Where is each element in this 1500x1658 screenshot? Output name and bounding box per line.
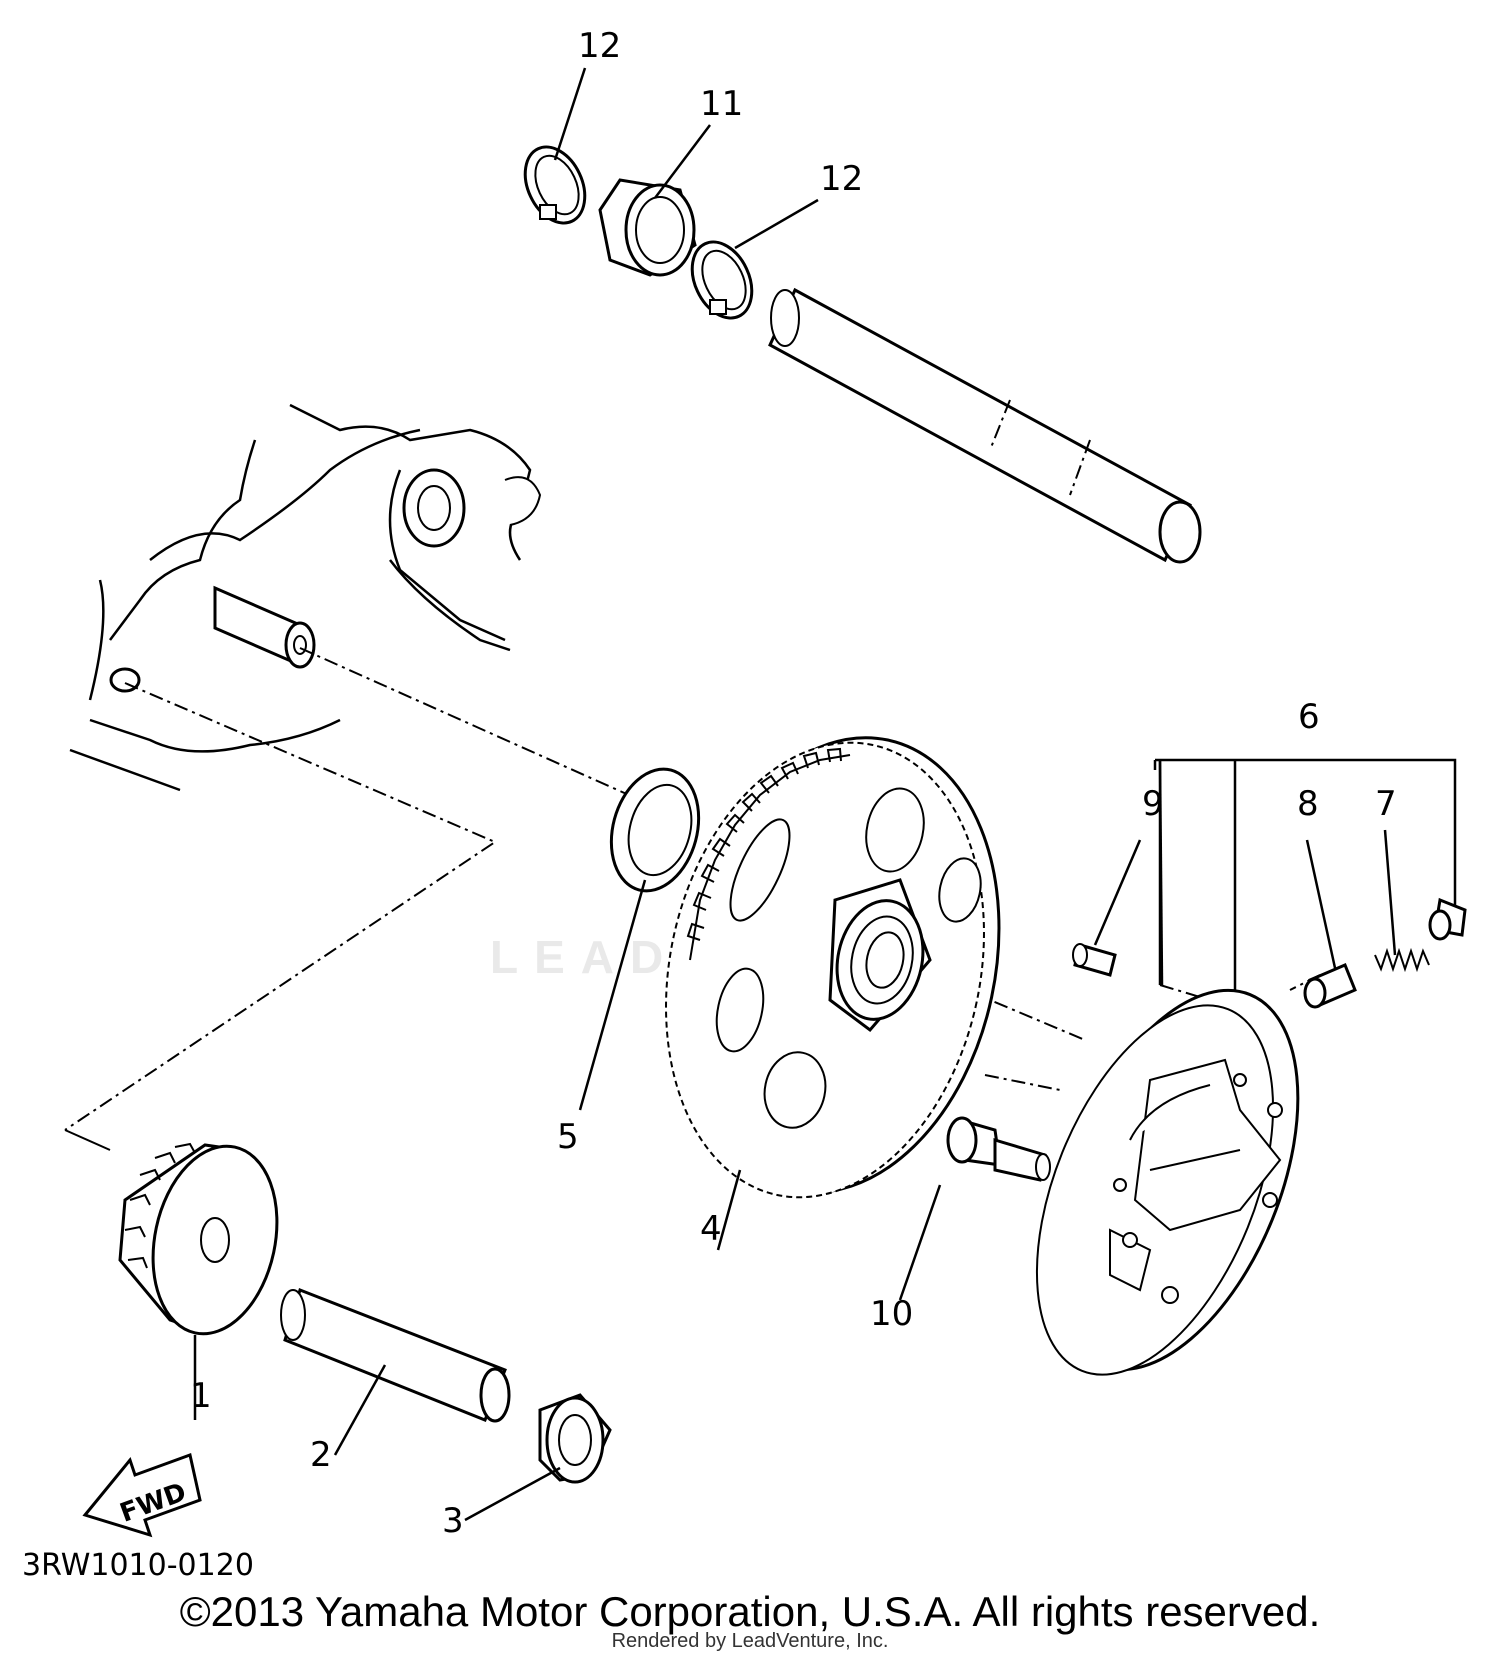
starter-shaft [768, 287, 1202, 564]
fwd-arrow-icon: FWD [82, 1453, 202, 1538]
shaft-part-2 [280, 1288, 511, 1423]
starter-clutch-part-6 [1035, 988, 1300, 1376]
callout-7: 7 [1375, 784, 1397, 824]
callout-1: 1 [190, 1376, 212, 1416]
wheel-gear-part-4 [665, 736, 1001, 1199]
bolt-part-10 [946, 1116, 1051, 1182]
spring-part-7 [1374, 947, 1430, 973]
callout-4: 4 [700, 1209, 722, 1249]
leader-lines [193, 67, 1457, 1522]
callout-3: 3 [442, 1501, 464, 1541]
circlip-part-12a [523, 145, 587, 225]
callout-5: 5 [557, 1117, 579, 1157]
callout-6: 6 [1298, 697, 1320, 737]
bearing-part-11 [598, 178, 697, 277]
plunger-part-8 [1303, 963, 1357, 1009]
callout-12a: 12 [578, 26, 621, 66]
callout-2: 2 [310, 1435, 332, 1475]
callout-11: 11 [700, 84, 743, 124]
callout-9: 9 [1142, 784, 1164, 824]
diagram-code: 3RW1010-0120 [22, 1548, 254, 1583]
callout-10: 10 [870, 1294, 913, 1334]
crankcase-outline [69, 403, 542, 792]
callout-8: 8 [1297, 784, 1319, 824]
rendered-by-notice: Rendered by LeadVenture, Inc. [611, 1630, 889, 1652]
copyright-notice: ©2013 Yamaha Motor Corporation, U.S.A. A… [179, 1588, 1321, 1635]
circlip-part-12b [690, 240, 754, 320]
idle-gear-part-1 [118, 1142, 279, 1336]
washer-part-5 [609, 767, 701, 893]
callout-12b: 12 [820, 159, 863, 199]
roller-part-9 [1072, 943, 1117, 977]
bearing-part-3 [538, 1393, 612, 1484]
parts-diagram: 12 11 12 6 9 8 7 5 4 10 1 2 3 FWD [64, 26, 1467, 1541]
cap-part-6 [1428, 897, 1467, 941]
